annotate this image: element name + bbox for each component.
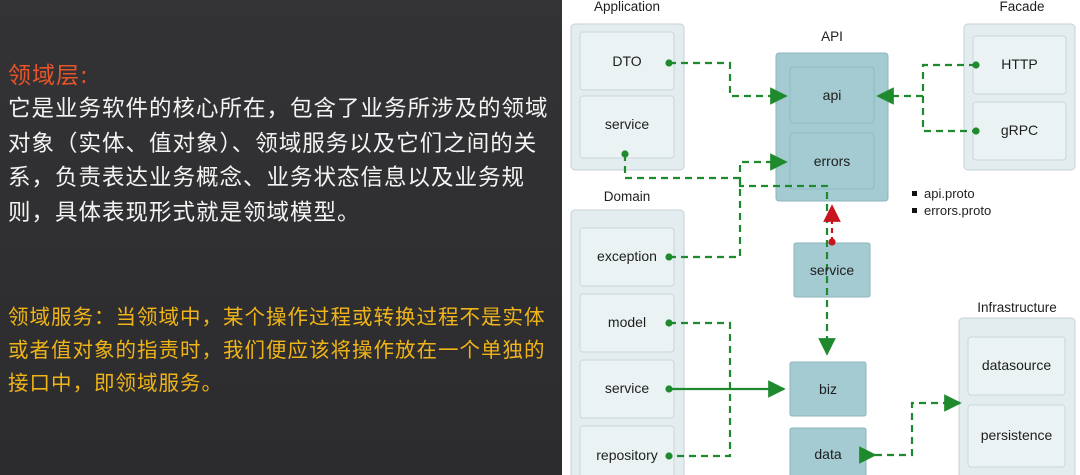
api-errors-box	[789, 132, 875, 190]
biz-label: biz	[819, 381, 837, 397]
dot-repository	[665, 452, 673, 460]
infrastructure-datasource-box	[967, 336, 1066, 396]
http-label: HTTP	[1001, 56, 1038, 72]
section-heading: 领域层:	[8, 63, 89, 89]
connector-model-to-repository	[669, 321, 732, 458]
errors-label: errors	[813, 153, 851, 169]
application-title: Application	[593, 0, 661, 14]
dot-exception	[665, 253, 673, 261]
grpc-label: gRPC	[1000, 122, 1039, 138]
exception-label: exception	[597, 248, 657, 264]
repository-label: repository	[596, 447, 658, 463]
dto-label: DTO	[612, 53, 642, 69]
application-service-label: service	[604, 116, 650, 132]
dot-http	[972, 61, 980, 69]
architecture-diagram: Application Domain API Facade Infrastruc…	[562, 0, 1080, 475]
diagram-canvas	[570, 23, 1076, 475]
data-label: data	[814, 446, 842, 462]
dot-app-service	[621, 150, 629, 158]
api-title: API	[821, 29, 843, 44]
domain-service-label: service	[604, 380, 650, 396]
bullet-errors-proto: errors.proto	[912, 203, 991, 218]
application-dto-box	[579, 31, 675, 91]
api-label: api	[822, 87, 842, 103]
infrastructure-persistence-box	[967, 404, 1066, 468]
infrastructure-title: Infrastructure	[977, 300, 1057, 315]
domain-service-note: 领域服务：当领域中，某个操作过程或转换过程不是实体或者值对象的指责时，我们便应该…	[8, 305, 546, 395]
domain-title: Domain	[603, 189, 651, 204]
connector-data-to-infra	[859, 394, 962, 464]
domain-repository-box	[579, 425, 675, 475]
datasource-label: datasource	[981, 357, 1052, 373]
domain-layer-description: 它是业务软件的核心所在，包含了业务所涉及的领域对象（实体、值对象）、领域服务以及…	[8, 96, 549, 226]
persistence-label: persistence	[980, 427, 1053, 443]
biz-box	[789, 361, 867, 417]
dot-standalone-service	[828, 238, 836, 246]
standalone-service-label: service	[809, 262, 855, 278]
model-label: model	[607, 314, 647, 330]
dot-dto	[665, 59, 673, 67]
dot-grpc	[972, 127, 980, 135]
connector-facade-to-api	[878, 63, 976, 133]
dot-model	[665, 319, 673, 327]
application-service-box	[579, 95, 675, 159]
facade-title: Facade	[999, 0, 1045, 14]
bullet-api-proto: api.proto	[912, 186, 975, 201]
dot-domain-service	[665, 385, 673, 393]
text-panel: 领域层: 它是业务软件的核心所在，包含了业务所涉及的领域对象（实体、值对象）、领…	[0, 0, 562, 475]
connector-errors-to-exception	[669, 153, 788, 259]
connector-dto-to-api	[669, 61, 788, 105]
